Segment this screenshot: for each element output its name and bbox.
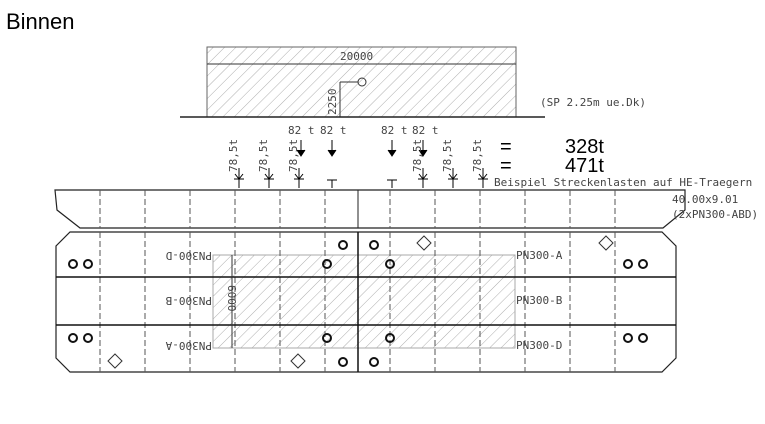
point-load-label: 82 t: [320, 124, 347, 137]
width-6000: 6000: [225, 285, 238, 312]
bollard-icons: [68, 240, 648, 367]
load-footprint: [212, 254, 516, 349]
line-load-label: 78,5t: [411, 139, 424, 172]
pontoon-side-view: [54, 189, 686, 229]
pontoon-size: 40.00x9.01: [672, 193, 738, 206]
pontoon-top-view: [55, 231, 677, 373]
point-load-label: 82 t: [412, 124, 439, 137]
module-label-right: PN300-B: [516, 294, 563, 307]
height-dimension: 2250: [326, 89, 339, 116]
hatch-cover-icons: [107, 235, 614, 369]
line-loads: [234, 168, 488, 188]
module-label-right: PN300-A: [516, 249, 563, 262]
module-label-left: PN300-A: [165, 339, 212, 352]
line-load-label: 78,5t: [287, 139, 300, 172]
frame-lines: [99, 190, 616, 228]
point-load-label: 82 t: [381, 124, 408, 137]
module-joints: [56, 232, 676, 372]
point-load-label: 82 t: [288, 124, 315, 137]
module-label-left: PN300-D: [166, 249, 212, 262]
line-load-label: 78,5t: [471, 139, 484, 172]
line-load-label: 78,5t: [257, 139, 270, 172]
equals-sign: =: [500, 155, 512, 177]
cg-note: (SP 2.25m ue.Dk): [540, 96, 646, 109]
point-load-total: 328t: [565, 136, 604, 158]
pontoon-config: (2xPN300-ABD): [672, 208, 758, 221]
line-load-label: 78,5t: [227, 139, 240, 172]
width-dimension: 20000: [340, 50, 373, 63]
module-label-right: PN300-D: [516, 339, 562, 352]
point-loads: [296, 140, 428, 157]
module-label-left: PN300-B: [165, 294, 212, 307]
page-title: Binnen: [6, 9, 75, 34]
equals-sign: =: [500, 136, 512, 158]
center-of-gravity-icon: [357, 77, 367, 87]
line-load-label: 78,5t: [441, 139, 454, 172]
load-area: [206, 46, 517, 118]
line-load-total: 471t: [565, 155, 604, 177]
line-load-note: Beispiel Streckenlasten auf HE-Traegern: [494, 176, 752, 189]
